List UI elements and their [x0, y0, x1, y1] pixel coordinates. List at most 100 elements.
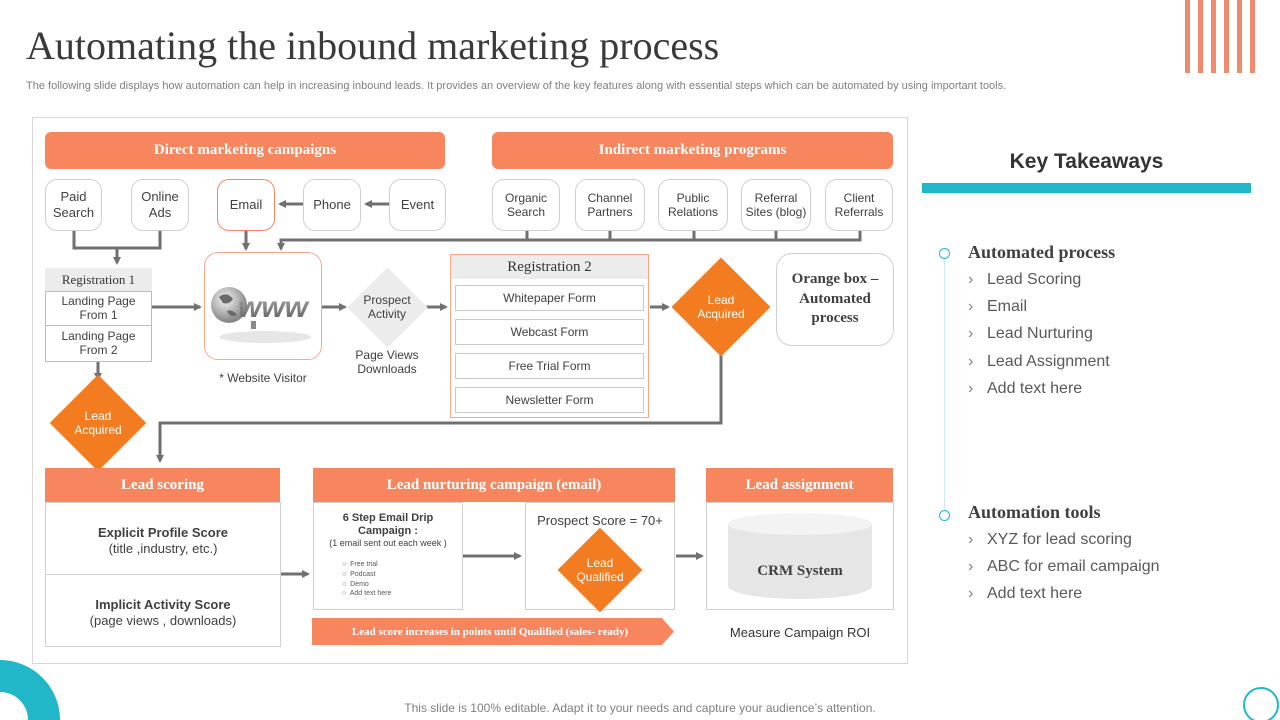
lead-acquired-right-label: Lead Acquired — [697, 292, 745, 321]
lead-score-banner-shape — [312, 618, 674, 645]
newsletter-form: Newsletter Form — [455, 387, 644, 413]
legend-orange-box: Orange box – Automated process — [776, 253, 894, 346]
takeaway-item: › Lead Scoring — [968, 271, 1081, 289]
lead-qualified-label: Lead Qualified — [576, 555, 624, 584]
crm-system-label: CRM System — [757, 563, 843, 579]
website-visitor-caption: * Website Visitor — [219, 371, 307, 385]
source-organic-search: Organic Search — [492, 179, 560, 231]
lead-qualified-diamond: Lead Qualified — [557, 527, 643, 613]
key-takeaways-bar — [922, 183, 1251, 193]
webcast-form: Webcast Form — [455, 319, 644, 345]
direct-marketing-header: Direct marketing campaigns — [45, 132, 445, 169]
measure-roi-caption: Measure Campaign ROI — [729, 625, 871, 640]
lead-acquired-diamond-right: Lead Acquired — [671, 257, 771, 357]
explicit-profile-sub: (title ,industry, etc.) — [108, 541, 218, 557]
corner-decoration — [0, 660, 60, 720]
downloads-text: Downloads — [357, 361, 417, 376]
prospect-activity-label: Prospect Activity — [363, 292, 411, 321]
drip-item-label: Free trial — [350, 561, 378, 568]
source-public-relations: Public Relations — [658, 179, 728, 231]
drip-campaign-list: ○ Free trial ○ Podcast ○ Demo ○ Add text… — [342, 560, 391, 599]
timeline-dot — [939, 510, 950, 521]
chevron-right-icon: › — [968, 585, 974, 602]
implicit-activity-sub: (page views , downloads) — [89, 613, 237, 629]
lead-acquired-left-label: Lead Acquired — [74, 408, 122, 437]
drip-item: ○ Add text here — [342, 590, 392, 598]
lead-scoring-header: Lead scoring — [45, 468, 280, 502]
lead-acquired-diamond-left: Lead Acquired — [49, 374, 147, 472]
chevron-right-icon: › — [968, 271, 974, 288]
drip-campaign-sub: (1 email sent out each week ) — [329, 538, 447, 549]
source-paid-search: Paid Search — [45, 179, 102, 231]
takeaway-item: › Add text here — [968, 585, 1082, 603]
landing-page-form-1: Landing Page From 1 — [45, 291, 152, 326]
process-diagram-frame — [32, 117, 908, 664]
registration-2-header: Registration 2 — [451, 255, 648, 279]
page-views-text: Page Views — [355, 348, 419, 362]
drip-item: ○ Free trial — [342, 561, 378, 568]
chevron-right-icon: › — [968, 380, 974, 397]
implicit-activity-score: Implicit Activity Score (page views , do… — [45, 597, 281, 630]
source-event: Event — [389, 179, 446, 231]
takeaway-item-label: Add text here — [987, 585, 1083, 602]
drip-item: ○ Demo — [342, 580, 369, 588]
takeaway-item: › Email — [968, 298, 1027, 316]
takeaway-item-label: XYZ for lead scoring — [987, 531, 1132, 548]
chevron-right-icon: › — [968, 298, 974, 315]
website-visitor-box: www — [204, 252, 322, 360]
whitepaper-form: Whitepaper Form — [455, 285, 644, 311]
landing-page-form-2: Landing Page From 2 — [45, 326, 152, 362]
takeaway-item-label: Lead Nurturing — [987, 325, 1093, 342]
takeaway-item-label: Lead Scoring — [987, 271, 1082, 288]
prospect-activity-diamond: Prospect Activity — [346, 266, 428, 348]
takeaway-item: › Lead Nurturing — [968, 325, 1093, 343]
prospect-activity-caption: Page Views Downloads — [344, 348, 430, 377]
source-phone: Phone — [303, 179, 361, 231]
lead-assignment-header: Lead assignment — [706, 468, 893, 502]
lead-nurturing-header: Lead nurturing campaign (email) — [313, 468, 675, 502]
crm-database-icon — [728, 513, 872, 599]
key-takeaways-title: Key Takeaways — [1009, 150, 1164, 173]
slide-title: Automating the inbound marketing process — [26, 23, 720, 68]
source-channel-partners: Channel Partners — [575, 179, 645, 231]
takeaway-item: › Add text here — [968, 380, 1082, 398]
prospect-score-text: Prospect Score = 70+ — [537, 513, 663, 528]
free-trial-form: Free Trial Form — [455, 353, 644, 379]
chevron-right-icon: › — [968, 558, 974, 575]
drip-item: ○ Podcast — [342, 570, 376, 578]
takeaways-timeline-line — [944, 253, 945, 516]
drip-campaign-title: 6 Step Email Drip Campaign : — [342, 512, 434, 538]
slide-subtitle: The following slide displays how automat… — [26, 80, 1007, 92]
chevron-right-icon: › — [968, 353, 974, 370]
drip-item-label: Add text here — [349, 590, 392, 598]
explicit-profile-score: Explicit Profile Score (title ,industry,… — [45, 525, 281, 558]
slide-footer: This slide is 100% editable. Adapt it to… — [404, 701, 876, 715]
registration-1-header: Registration 1 — [45, 268, 152, 291]
explicit-profile-title: Explicit Profile Score — [97, 525, 229, 540]
drip-item-label: Podcast — [350, 570, 376, 578]
lead-score-banner: Lead score increases in points until Qua… — [351, 625, 629, 638]
lead-scoring-divider — [45, 574, 281, 575]
takeaway-item-label: Lead Assignment — [987, 353, 1110, 370]
drip-campaign-text: 6 Step Email Drip Campaign : (1 email se… — [315, 512, 461, 549]
takeaway-item-label: ABC for email campaign — [987, 558, 1160, 575]
takeaway-item: › ABC for email campaign — [968, 558, 1160, 576]
takeaway-item-label: Add text here — [987, 380, 1083, 397]
takeaway-item: ›XYZ for lead scoring — [968, 531, 1132, 549]
corner-circle-decoration — [1243, 687, 1279, 720]
timeline-dot — [939, 248, 950, 259]
globe-www-icon: www — [211, 287, 311, 343]
takeaway-item-label: Email — [987, 298, 1028, 315]
takeaway-item: › Lead Assignment — [968, 353, 1110, 371]
source-referral-sites: Referral Sites (blog) — [741, 179, 811, 231]
drip-campaign-box — [313, 502, 463, 610]
www-logo-text: www — [238, 291, 310, 324]
indirect-marketing-header: Indirect marketing programs — [492, 132, 893, 169]
source-client-referrals: Client Referrals — [825, 179, 893, 231]
drip-item-label: Demo — [350, 580, 369, 588]
implicit-activity-title: Implicit Activity Score — [95, 597, 231, 612]
chevron-right-icon: › — [968, 325, 974, 342]
source-email: Email — [217, 179, 275, 231]
source-online-ads: Online Ads — [131, 179, 189, 231]
